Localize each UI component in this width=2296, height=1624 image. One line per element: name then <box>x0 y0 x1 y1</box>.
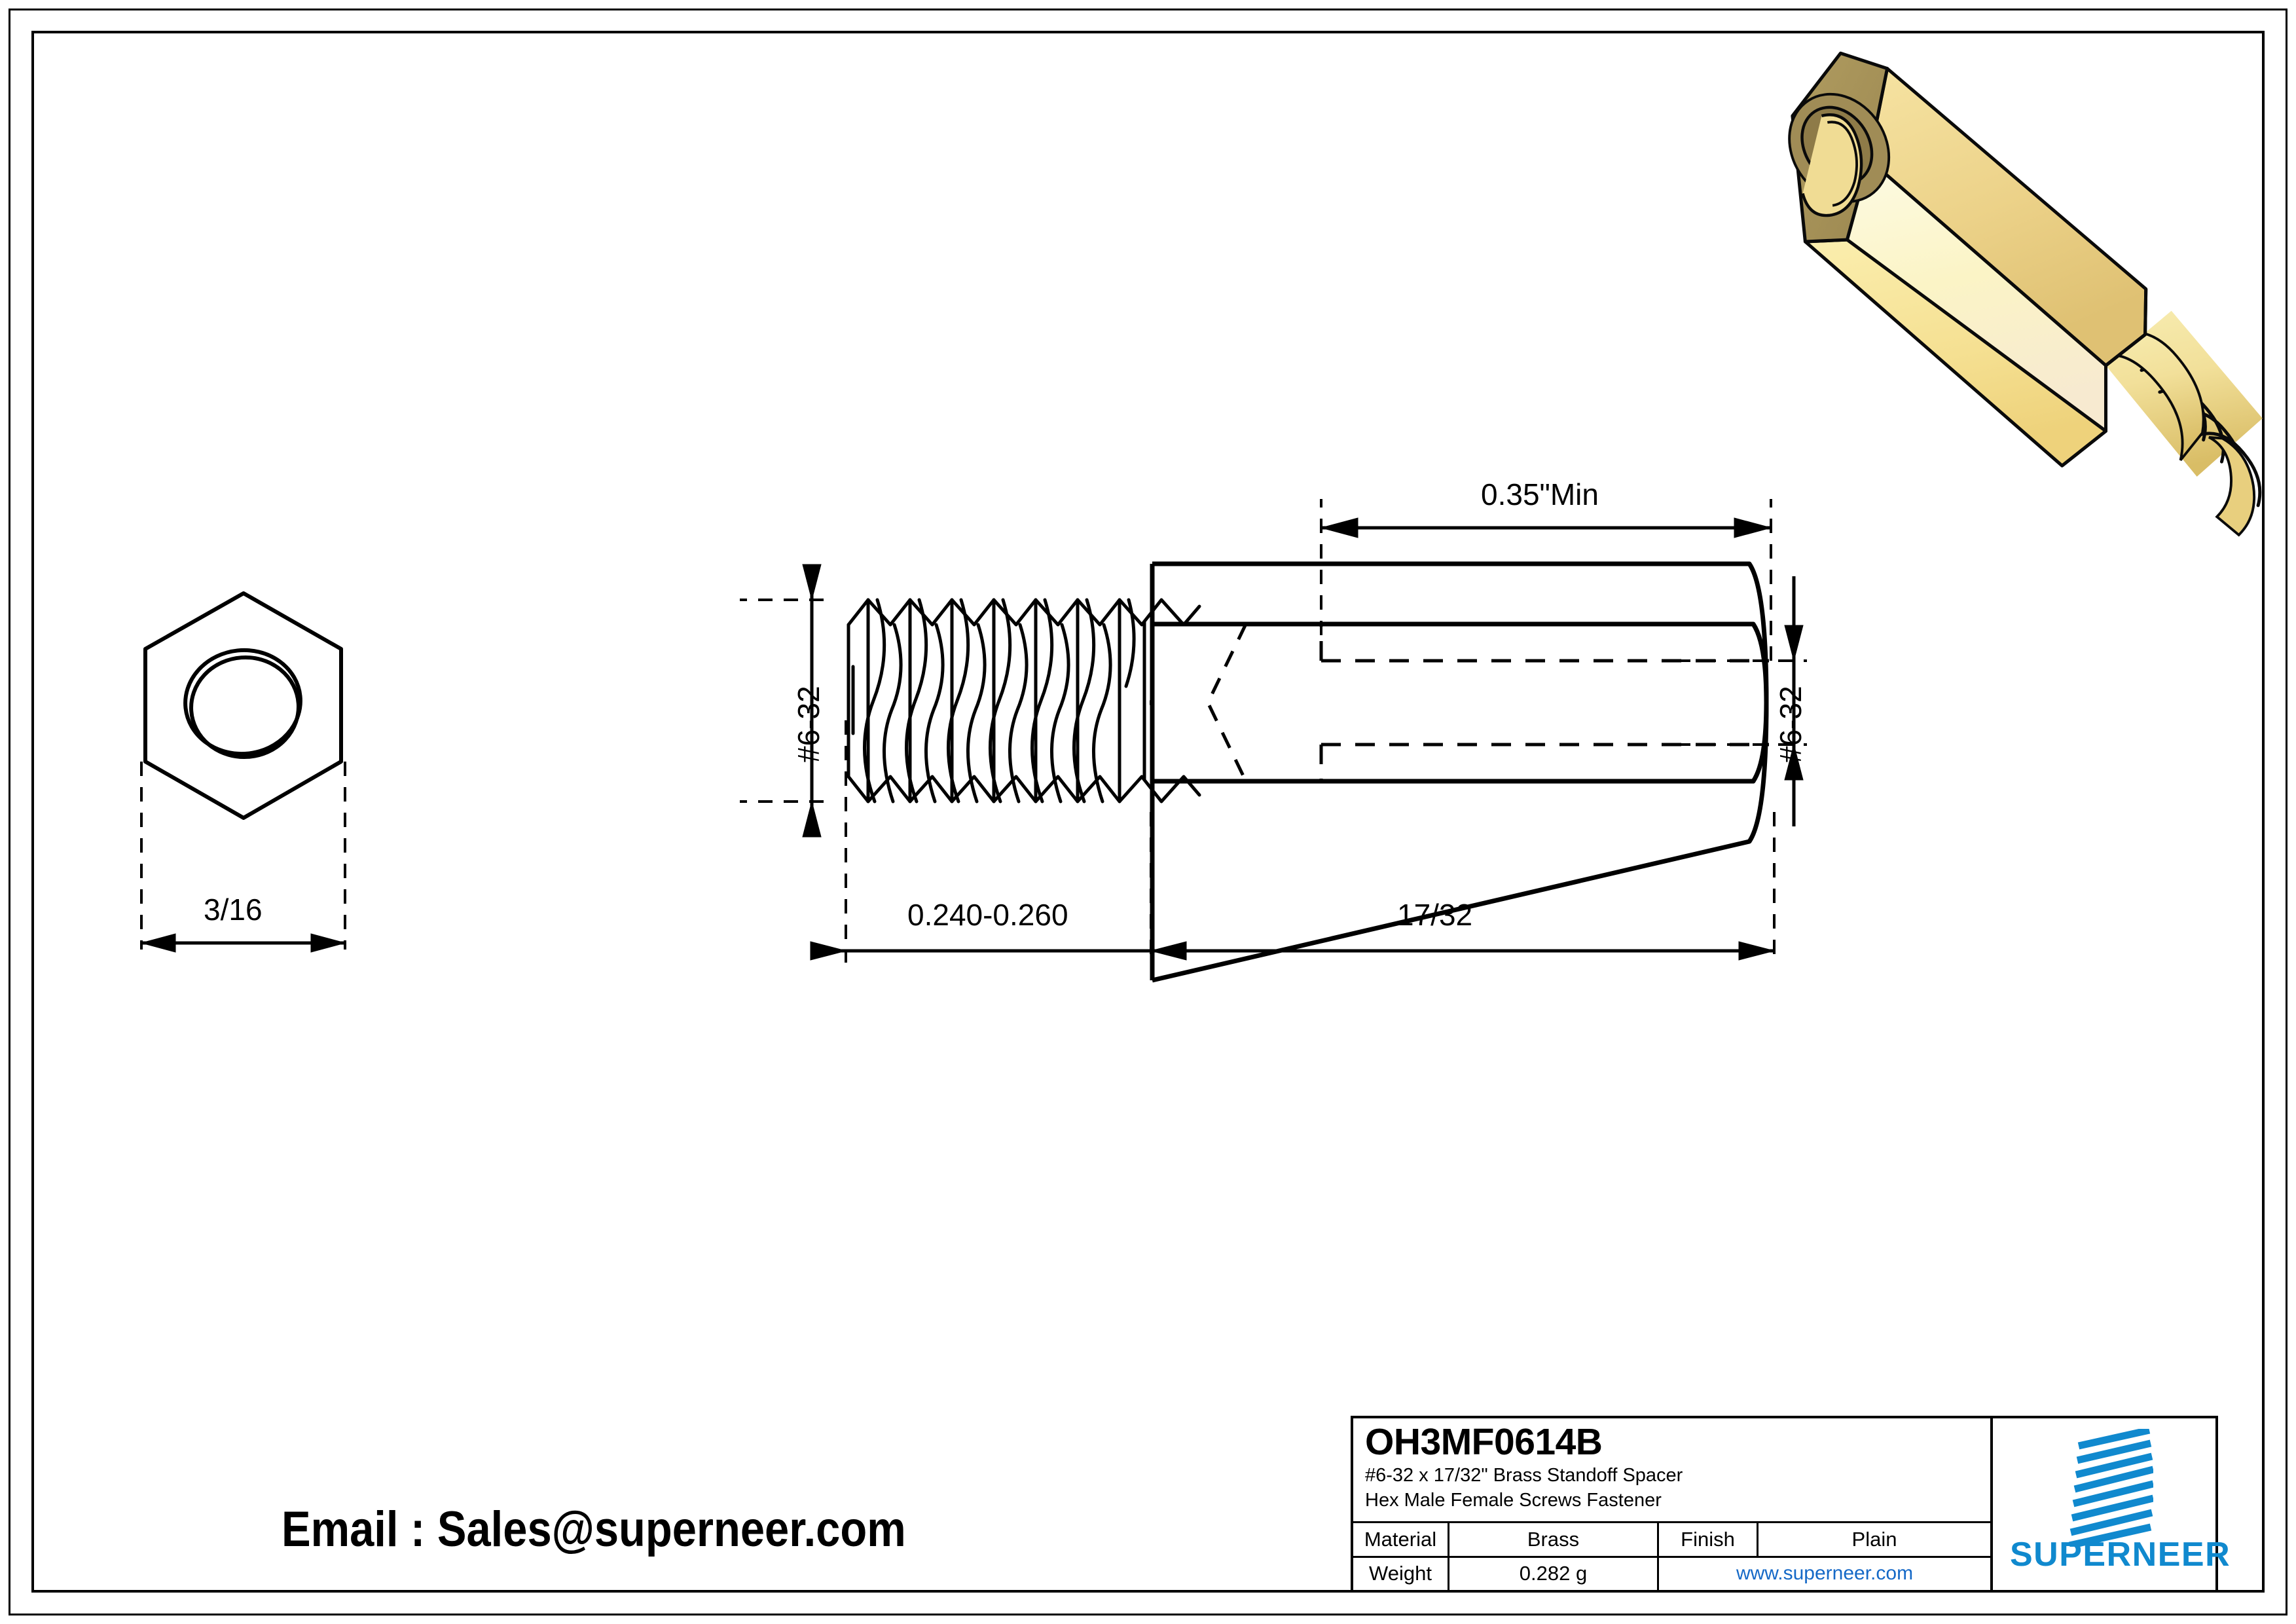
part-number: OH3MF0614B <box>1365 1421 1603 1463</box>
hex-end-view <box>143 591 343 820</box>
male-thread-profile <box>847 598 1201 803</box>
material-value: Brass <box>1448 1523 1657 1556</box>
dim-female-thread-size <box>1676 576 1807 826</box>
dim-thread-length-label: 0.240-0.260 <box>907 898 1068 932</box>
material-label: Material <box>1364 1527 1437 1551</box>
dim-female-depth <box>1320 499 1772 661</box>
website-link[interactable]: www.superneer.com <box>1657 1557 1990 1590</box>
weight-label: Weight <box>1369 1562 1432 1585</box>
table-row: Material Brass Finish Plain <box>1353 1523 1990 1558</box>
hex-body-profile <box>1150 561 1769 983</box>
email-text: Email : Sales@superneer.com <box>282 1502 906 1557</box>
brand-panel: SUPERNEER <box>1993 1418 2231 1590</box>
title-block-header: OH3MF0614B #6-32 x 17/32" Brass Standoff… <box>1353 1418 1990 1523</box>
superneer-logo-icon <box>2068 1429 2153 1547</box>
iso-standoff <box>1788 51 2263 537</box>
finish-label: Finish <box>1657 1523 1757 1556</box>
tap-drill-point <box>1206 623 1248 783</box>
title-block-main: OH3MF0614B #6-32 x 17/32" Brass Standoff… <box>1353 1418 1993 1590</box>
sheet-border-outer <box>9 9 2287 1615</box>
dim-male-thread-size <box>740 564 824 838</box>
iso-male-thread <box>2090 310 2263 537</box>
title-block-spec-table: Material Brass Finish Plain Weight 0.282… <box>1353 1523 1990 1590</box>
sheet-border-inner <box>31 31 2265 1593</box>
iso-hex-end-face <box>1788 51 1891 244</box>
dim-body-length-label: 17/32 <box>1397 898 1473 932</box>
end-view-width-dim: 3/16 <box>204 893 263 927</box>
brand-name: SUPERNEER <box>2010 1536 2231 1574</box>
dim-bottom-chain <box>810 720 1776 963</box>
bore-outer <box>183 648 302 756</box>
hex-outline <box>143 591 343 820</box>
female-bore-hidden <box>1319 624 1769 781</box>
description-line-2: Hex Male Female Screws Fastener <box>1365 1490 1662 1511</box>
description-line-1: #6-32 x 17/32" Brass Standoff Spacer <box>1365 1465 1683 1486</box>
end-view-dimension <box>140 762 346 953</box>
bore-inner <box>189 655 301 760</box>
dim-female-thread-label: #6-32 <box>1774 686 1808 763</box>
finish-value: Plain <box>1757 1523 1990 1556</box>
table-row: Weight 0.282 g www.superneer.com <box>1353 1557 1990 1590</box>
dim-female-depth-label: 0.35"Min <box>1481 477 1599 511</box>
dim-male-thread-label: #6-32 <box>792 686 826 763</box>
title-block: OH3MF0614B #6-32 x 17/32" Brass Standoff… <box>1351 1416 2231 1593</box>
weight-value: 0.282 g <box>1448 1557 1657 1590</box>
